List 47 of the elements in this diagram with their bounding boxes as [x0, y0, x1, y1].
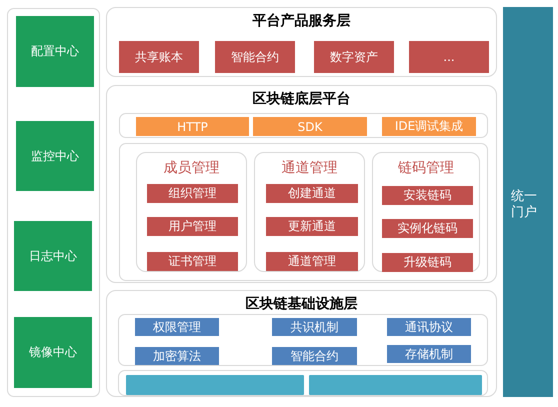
container-bar: [126, 375, 304, 395]
service-box: 镜像中心: [14, 317, 92, 388]
layer-title: 区块链底层平台: [252, 90, 352, 108]
module-box: 共享账本: [119, 41, 199, 73]
module-box: 升级链码: [382, 253, 473, 272]
module-heading: 成员管理: [162, 159, 220, 177]
module-box: 更新通道: [266, 217, 358, 236]
module-box: 安装链码: [382, 186, 473, 205]
infrastructure-box: 智能合约: [272, 347, 357, 365]
layer-title: 区块链基础设施层: [244, 295, 358, 313]
module-box: 智能合约: [215, 41, 295, 73]
container-bar: [309, 375, 482, 395]
layer-panel: [119, 143, 488, 281]
layer-title: 平台产品服务层: [252, 12, 352, 30]
group-frame: [118, 370, 488, 396]
layer-panel: [106, 290, 497, 397]
service-box: 日志中心: [14, 221, 92, 291]
module-box: 实例化链码: [382, 219, 473, 238]
module-panel: [254, 152, 365, 272]
module-box: 证书管理: [147, 252, 238, 271]
group-frame: [119, 113, 488, 138]
module-panel: [136, 152, 247, 272]
module-box: 通道管理: [266, 252, 358, 271]
portal-bar: [503, 7, 553, 397]
module-box: 组织管理: [147, 184, 238, 203]
interface-box: HTTP: [136, 117, 249, 136]
module-box: 数字资产: [314, 41, 394, 73]
infrastructure-box: 权限管理: [135, 318, 219, 336]
interface-box: SDK: [253, 117, 367, 136]
layer-panel: [7, 8, 100, 397]
service-box: 监控中心: [16, 121, 94, 191]
module-box: ...: [409, 41, 489, 73]
layer-panel: [106, 85, 497, 283]
group-frame: [118, 314, 488, 366]
portal-label: 统一门户: [511, 189, 537, 220]
layer-panel: [106, 7, 497, 77]
infrastructure-box: 通讯协议: [387, 318, 471, 336]
infrastructure-box: 加密算法: [135, 347, 219, 365]
infrastructure-box: 存储机制: [387, 345, 471, 363]
module-panel: [372, 152, 480, 272]
module-box: 创建通道: [266, 184, 358, 203]
service-box: 配置中心: [16, 16, 94, 87]
module-heading: 链码管理: [397, 159, 455, 177]
module-heading: 通道管理: [280, 159, 338, 177]
module-box: 用户管理: [147, 217, 238, 236]
infrastructure-box: 共识机制: [272, 318, 357, 336]
interface-box: IDE调试集成: [382, 117, 476, 136]
